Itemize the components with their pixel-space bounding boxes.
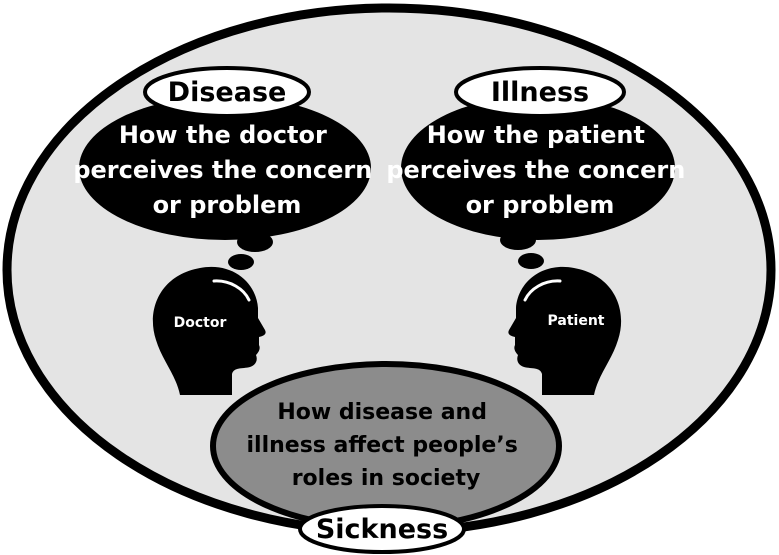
sickness-line-1: How disease and <box>277 400 487 425</box>
sickness-line-2: illness affect people’s <box>247 433 518 458</box>
illness-title: Illness <box>491 77 589 108</box>
sickness-ellipse: How disease and illness affect people’s … <box>210 361 562 531</box>
svg-text:How the doctor perceives: How the doctor perceives the concern or … <box>73 121 380 219</box>
illness-title-pill: Illness <box>454 66 626 118</box>
patient-label: Patient <box>548 313 605 329</box>
disease-thought-bubble: How the doctor perceives the concern or … <box>73 96 380 270</box>
sickness-title-pill: Sickness <box>298 504 466 554</box>
sickness-title: Sickness <box>316 514 448 545</box>
illness-line-1: How the patient <box>427 121 645 149</box>
illness-thought-bubble: How the patient perceives the concern or… <box>386 96 693 269</box>
illness-line-2: perceives the concern <box>386 156 685 184</box>
doctor-head-icon: Doctor <box>152 266 266 395</box>
disease-line-2: perceives the concern <box>73 156 372 184</box>
disease-title-pill: Disease <box>143 66 311 118</box>
disease-title: Disease <box>168 77 287 108</box>
disease-line-1: How the doctor <box>119 121 327 149</box>
disease-line-3: or problem <box>153 191 302 219</box>
illness-line-3: or problem <box>466 191 615 219</box>
svg-text:How disease and illness: How disease and illness affect people’s … <box>247 400 526 491</box>
doctor-label: Doctor <box>174 315 227 331</box>
patient-head-icon <box>508 266 622 395</box>
svg-text:How the patient perceive: How the patient perceives the concern or… <box>386 121 693 219</box>
sickness-line-3: roles in society <box>292 466 481 491</box>
